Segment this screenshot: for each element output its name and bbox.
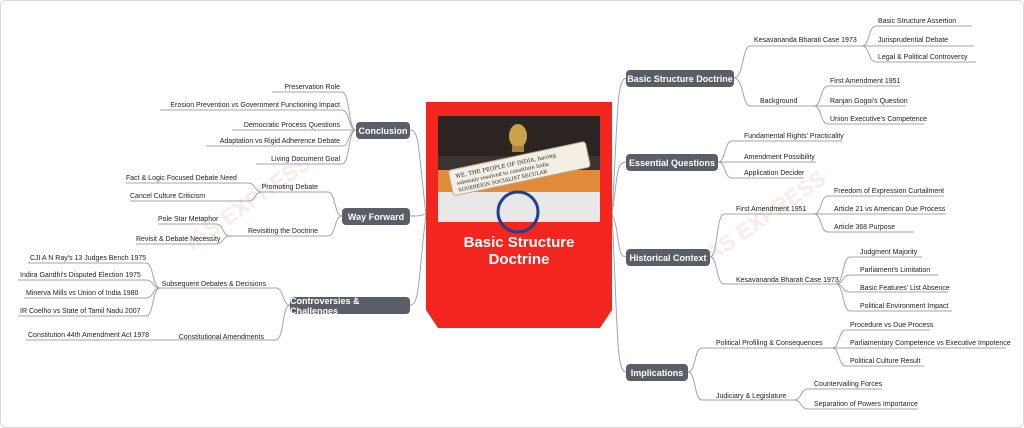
leaf-political-culture-result[interactable]: Political Culture Result bbox=[850, 357, 920, 366]
leaf-adaptation-vs-rigid[interactable]: Adaptation vs Rigid Adherence Debate bbox=[220, 137, 340, 146]
leaf-erosion-prevention[interactable]: Erosion Prevention vs Government Functio… bbox=[170, 101, 340, 110]
central-node: WE, THE PEOPLE OF INDIA, having solemnly… bbox=[426, 102, 612, 328]
leaf-parliament-limitation[interactable]: Parliament's Limitation bbox=[860, 266, 930, 275]
central-title: Basic Structure Doctrine bbox=[426, 234, 612, 268]
branch-basic-structure-doctrine[interactable]: Basic Structure Doctrine bbox=[626, 70, 734, 87]
leaf-application-decider[interactable]: Application Decider bbox=[744, 169, 804, 178]
leaf-ranjan-gogoi-question[interactable]: Ranjan Gogoi's Question bbox=[830, 97, 908, 106]
node-kesavananda-1973-history[interactable]: Kesavananda Bharati Case 1973 bbox=[736, 276, 839, 285]
branch-historical-context[interactable]: Historical Context bbox=[626, 249, 710, 266]
leaf-living-document-goal[interactable]: Living Document Goal bbox=[271, 155, 340, 164]
branch-conclusion[interactable]: Conclusion bbox=[356, 122, 410, 139]
emblem-icon bbox=[509, 124, 527, 148]
leaf-freedom-expression-curtailment[interactable]: Freedom of Expression Curtailment bbox=[834, 187, 944, 196]
leaf-cji-ray-bench[interactable]: CJI A N Ray's 13 Judges Bench 1975 bbox=[30, 254, 146, 263]
leaf-democratic-process-questions[interactable]: Democratic Process Questions bbox=[244, 121, 340, 130]
leaf-countervailing-forces[interactable]: Countervailing Forces bbox=[814, 380, 882, 389]
node-judiciary-legislature[interactable]: Judiciary & Legislature bbox=[716, 392, 786, 401]
leaf-basic-features-list-absence[interactable]: Basic Features' List Absence bbox=[860, 284, 950, 293]
branch-way-forward[interactable]: Way Forward bbox=[342, 208, 410, 225]
leaf-amendment-possibility[interactable]: Amendment Possibility bbox=[744, 153, 815, 162]
node-constitutional-amendments[interactable]: Constitutional Amendments bbox=[179, 333, 264, 342]
leaf-jurisprudential-debate[interactable]: Jurisprudential Debate bbox=[878, 36, 948, 45]
node-political-profiling[interactable]: Political Profiling & Consequences bbox=[716, 339, 823, 348]
node-subsequent-debates[interactable]: Subsequent Debates & Decisions bbox=[162, 280, 266, 289]
leaf-first-amendment-1951[interactable]: First Amendment 1951 bbox=[830, 77, 900, 86]
leaf-procedure-vs-due-process[interactable]: Procedure vs Due Process bbox=[850, 321, 933, 330]
leaf-cancel-culture-criticism[interactable]: Cancel Culture Criticism bbox=[130, 192, 205, 201]
leaf-revisit-debate-necessity[interactable]: Revisit & Debate Necessity bbox=[136, 235, 220, 244]
leaf-basic-structure-assertion[interactable]: Basic Structure Assertion bbox=[878, 17, 956, 26]
leaf-preservation-role[interactable]: Preservation Role bbox=[284, 83, 340, 92]
leaf-legal-political-controversy[interactable]: Legal & Political Controversy bbox=[878, 53, 968, 62]
leaf-separation-of-powers[interactable]: Separation of Powers Importance bbox=[814, 400, 918, 409]
branch-essential-questions[interactable]: Essential Questions bbox=[626, 154, 718, 171]
leaf-article-368-purpose[interactable]: Article 368 Purpose bbox=[834, 223, 895, 232]
node-first-amendment-1951[interactable]: First Amendment 1951 bbox=[736, 205, 806, 214]
leaf-union-executive-competence[interactable]: Union Executive's Competence bbox=[830, 115, 927, 124]
leaf-parliamentary-competence[interactable]: Parliamentary Competence vs Executive Im… bbox=[850, 339, 1011, 348]
leaf-minerva-mills[interactable]: Minerva Mills vs Union of India 1980 bbox=[26, 289, 138, 298]
central-title-line1: Basic Structure bbox=[426, 234, 612, 251]
leaf-pole-star-metaphor[interactable]: Pole Star Metaphor bbox=[158, 215, 218, 224]
node-background[interactable]: Background bbox=[760, 97, 797, 106]
branch-controversies-challenges[interactable]: Controversies & Challenges bbox=[290, 297, 410, 314]
leaf-44th-amendment[interactable]: Constitution 44th Amendment Act 1978 bbox=[28, 331, 149, 340]
leaf-political-environment-impact[interactable]: Political Environment Impact bbox=[860, 302, 948, 311]
node-revisiting-doctrine[interactable]: Revisiting the Doctrine bbox=[248, 227, 318, 236]
leaf-fact-logic-debate[interactable]: Fact & Logic Focused Debate Need bbox=[126, 174, 237, 183]
central-title-line2: Doctrine bbox=[426, 251, 612, 268]
leaf-ir-coelho[interactable]: IR Coelho vs State of Tamil Nadu 2007 bbox=[20, 307, 141, 316]
leaf-judgment-majority[interactable]: Judgment Majority bbox=[860, 248, 917, 257]
node-promoting-debate[interactable]: Promoting Debate bbox=[262, 183, 318, 192]
leaf-indira-gandhi-election[interactable]: Indira Gandhi's Disputed Election 1975 bbox=[20, 271, 141, 280]
node-kesavananda-1973[interactable]: Kesavananda Bharati Case 1973 bbox=[754, 36, 857, 45]
leaf-article21-due-process[interactable]: Article 21 vs American Due Process bbox=[834, 205, 945, 214]
leaf-fundamental-rights-practicality[interactable]: Fundamental Rights' Practicality bbox=[744, 132, 844, 141]
branch-implications[interactable]: Implications bbox=[626, 364, 688, 381]
